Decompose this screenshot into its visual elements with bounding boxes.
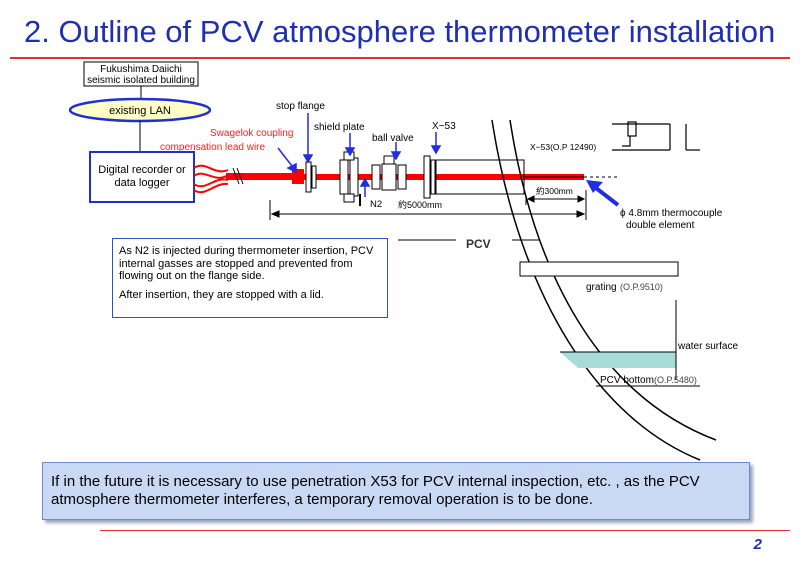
dimension-300: [525, 195, 586, 205]
grating-beam: [519, 261, 679, 277]
label-ball-valve: ball valve: [372, 133, 414, 144]
ball-valve: [371, 155, 407, 191]
lan-label: existing LAN: [109, 105, 171, 117]
label-pcv: PCV: [466, 237, 491, 251]
summary-box: If in the future it is necessary to use …: [42, 462, 750, 520]
wire-coils: [193, 164, 229, 194]
footer-rule: [100, 530, 790, 531]
label-len300: 約300mm: [536, 186, 573, 196]
label-n2: N2: [370, 199, 382, 210]
pcv-shell-inner: [509, 119, 717, 441]
page-number: 2: [753, 536, 762, 553]
stop-flange: [305, 161, 317, 193]
tip-arrow: [586, 180, 620, 207]
pcv-shell-outer: [491, 119, 701, 461]
recorder-label-line2: data logger: [114, 177, 169, 189]
x53-flange: [423, 155, 436, 199]
upper-right-structure: [612, 121, 700, 151]
building-label-line2: seismic isolated building: [87, 75, 195, 86]
label-x53: X−53: [432, 121, 456, 132]
blue-arrows: [277, 113, 442, 197]
label-pcv-bottom: PCV bottom: [600, 375, 654, 386]
note-paragraph-2: After insertion, they are stopped with a…: [119, 288, 324, 301]
recorder-box: [89, 151, 195, 203]
label-thermo-line1: ϕ 4.8mm thermocouple: [620, 208, 723, 219]
building-box: [83, 61, 199, 87]
label-pcv-bottom-op: (O.P.5480): [654, 375, 697, 385]
thermocouple-rod: [302, 174, 584, 180]
label-shield-plate: shield plate: [314, 122, 365, 133]
swagelok-coupling-block: [292, 169, 304, 184]
label-swagelok: Swagelok coupling: [210, 128, 293, 139]
label-grating: grating: [586, 282, 617, 293]
label-len5000: 約5000mm: [398, 199, 442, 210]
label-thermo-line2: double element: [626, 220, 695, 231]
recorder-label-line1: Digital recorder or: [98, 164, 186, 176]
building-label-line1: Fukushima Daiichi: [100, 64, 182, 75]
label-x53-op: X−53(O.P 12490): [530, 142, 596, 152]
label-comp-wire: compensation lead wire: [160, 142, 265, 153]
n2-note-box: As N2 is injected during thermometer ins…: [112, 238, 388, 318]
dimension-5000: [269, 190, 587, 220]
compensation-wire: [226, 173, 296, 180]
water-area: [560, 352, 676, 368]
label-water-surface: water surface: [677, 341, 738, 352]
label-stop-flange: stop flange: [276, 101, 325, 112]
note-paragraph-1: As N2 is injected during thermometer ins…: [119, 245, 374, 282]
title-underline: [10, 57, 790, 59]
page-title: 2. Outline of PCV atmosphere thermometer…: [24, 14, 776, 49]
label-grating-op: (O.P.9510): [620, 282, 663, 292]
wire-cut-marks: [232, 167, 244, 185]
